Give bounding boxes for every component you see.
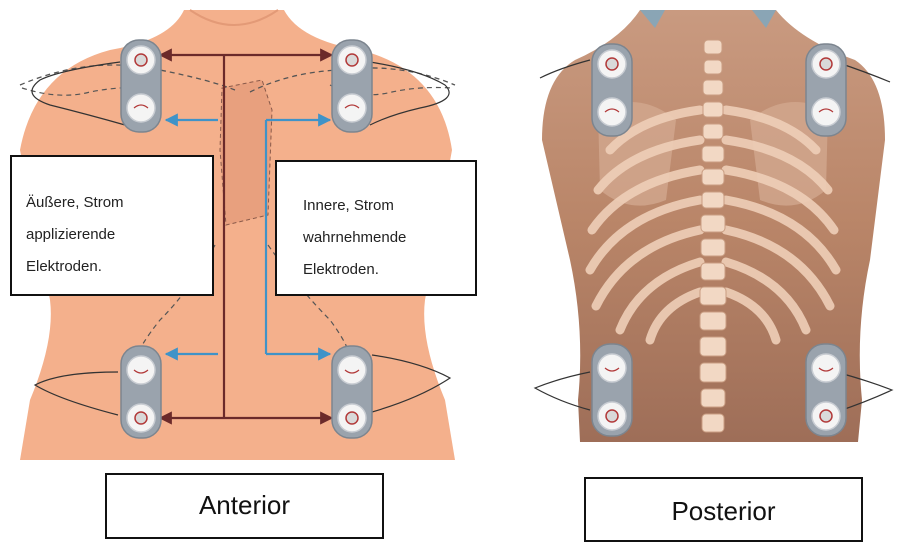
electrode-front-lower-right bbox=[332, 346, 372, 438]
inner-electrodes-label: Innere, Strom wahrnehmende Elektroden. bbox=[275, 160, 477, 296]
outer-electrodes-label: Äußere, Strom applizierende Elektroden. bbox=[10, 155, 214, 296]
electrode-front-upper-right bbox=[332, 40, 372, 132]
inner-label-line-3: Elektroden. bbox=[303, 254, 475, 286]
anterior-view-label: Anterior bbox=[105, 473, 384, 539]
outer-label-line-1: Äußere, Strom bbox=[26, 187, 212, 219]
posterior-view-label: Posterior bbox=[584, 477, 863, 542]
inner-label-line-2: wahrnehmende bbox=[303, 222, 475, 254]
electrode-back-upper-right bbox=[806, 44, 846, 136]
electrode-back-lower-left bbox=[592, 344, 632, 436]
sternum bbox=[220, 80, 272, 225]
electrode-front-lower-left bbox=[121, 346, 161, 438]
outer-label-line-3: Elektroden. bbox=[26, 251, 212, 283]
inner-label-line-1: Innere, Strom bbox=[303, 190, 475, 222]
outer-label-line-2: applizierende bbox=[26, 219, 212, 251]
electrode-back-lower-right bbox=[806, 344, 846, 436]
electrode-front-upper-left bbox=[121, 40, 161, 132]
electrode-back-upper-left bbox=[592, 44, 632, 136]
